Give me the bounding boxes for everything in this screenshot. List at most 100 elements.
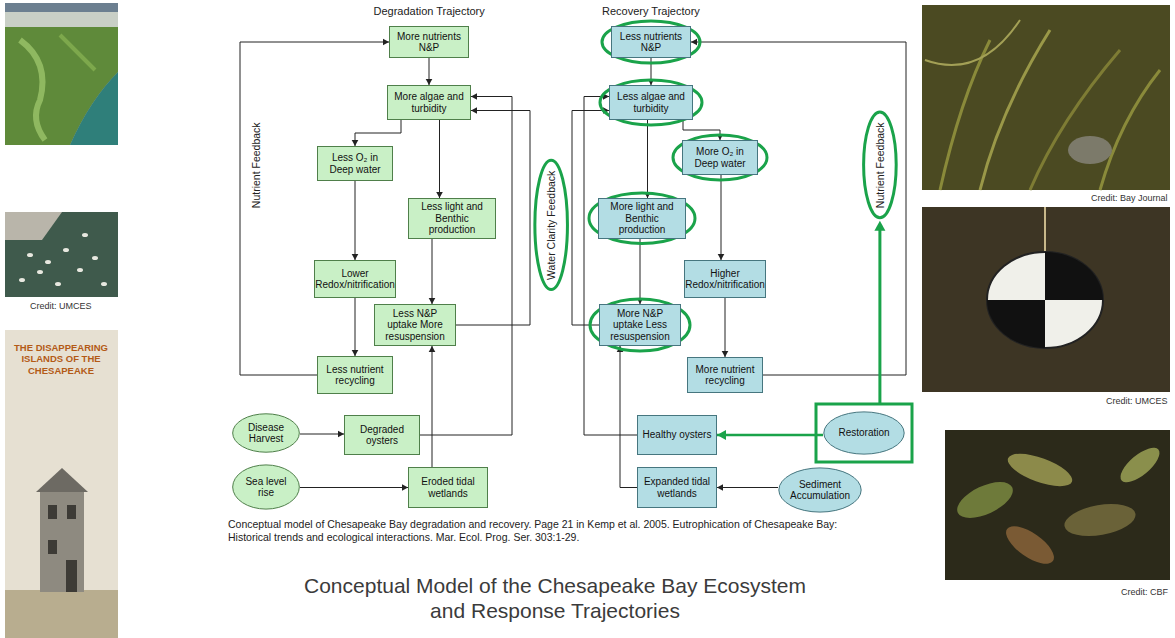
connector xyxy=(429,239,436,305)
process-box: Less light and Benthic production xyxy=(408,198,496,239)
node-text: Degraded oysters xyxy=(349,424,415,447)
house-wall xyxy=(40,492,84,592)
dead-fish xyxy=(19,278,25,282)
text-label: Nutrient Feedback xyxy=(874,122,886,208)
highlight-ring xyxy=(673,135,767,180)
open-water xyxy=(70,72,118,145)
node-text: Less nutrients N&P xyxy=(616,31,686,54)
process-box: Eroded tidal wetlands xyxy=(408,467,488,508)
ellipse-shape xyxy=(779,468,861,512)
process-box: Healthy oysters xyxy=(637,415,717,455)
arrow-head xyxy=(717,430,726,440)
connector xyxy=(352,181,359,260)
node-text: More nutrients N&P xyxy=(394,31,464,54)
dead-fish xyxy=(55,282,61,286)
ellipse-shape xyxy=(233,414,300,452)
connector-line xyxy=(300,487,408,488)
process-box: More algae and turbidity xyxy=(387,85,471,120)
dead-fish xyxy=(27,253,33,257)
node-text: Less light and Benthic production xyxy=(413,201,491,236)
text-label-holder: Credit: Bay Journal xyxy=(1091,193,1168,204)
process-box: Degraded oysters xyxy=(344,415,420,455)
photo-sky xyxy=(5,3,118,27)
connector xyxy=(426,58,433,85)
text-label: Credit: UMCES xyxy=(30,301,92,311)
leaf xyxy=(952,475,1018,526)
highlight-box xyxy=(816,404,912,462)
process-box: More nutrient recycling xyxy=(687,357,763,393)
process-box: Less nutrient recycling xyxy=(317,356,393,394)
connector xyxy=(300,431,344,438)
connector xyxy=(617,346,637,488)
process-box: More O₂ in Deep water xyxy=(682,140,758,175)
house-window xyxy=(48,540,57,554)
process-box: Less O₂ in Deep water xyxy=(317,146,393,181)
connector xyxy=(637,239,644,305)
highlight-ring xyxy=(600,80,702,125)
node-text: Less N&P uptake More resuspension xyxy=(379,308,451,343)
house-window xyxy=(67,505,76,519)
arrow-head xyxy=(471,93,477,100)
figure-caption-holder: Conceptual model of Chesapeake Bay degra… xyxy=(228,518,878,543)
node-text: More light and Benthic production xyxy=(603,201,681,236)
marsh-grass xyxy=(5,590,118,638)
algae-streak xyxy=(60,35,95,70)
arrow-head xyxy=(691,39,697,46)
connector xyxy=(352,298,359,356)
connector xyxy=(718,175,725,260)
connector xyxy=(644,120,651,198)
process-box: More N&P uptake Less resuspension xyxy=(599,304,681,346)
leaf xyxy=(1004,447,1076,493)
text-label: Credit: CBF xyxy=(1121,587,1168,597)
dead-fish xyxy=(82,233,88,237)
diagram-title: Conceptual Model of the Chesapeake Bay E… xyxy=(304,574,806,622)
diagram-title-holder: Conceptual Model of the Chesapeake Bay E… xyxy=(285,573,825,623)
crab xyxy=(1068,136,1112,164)
connector xyxy=(691,39,906,375)
text-label-holder: Credit: UMCES xyxy=(1106,396,1168,407)
text-label: Degradation Trajectory xyxy=(374,5,485,17)
text-label: Recovery Trajectory xyxy=(602,5,700,17)
node-text: Disease Harvest xyxy=(242,422,290,445)
highlight-ring xyxy=(602,21,700,63)
node-text: Eroded tidal wetlands xyxy=(413,476,483,499)
connector-line xyxy=(355,298,356,356)
text-label-holder: Credit: UMCES xyxy=(30,301,92,312)
connector-line xyxy=(717,487,778,488)
connector xyxy=(584,93,637,435)
connector-line xyxy=(432,346,433,467)
text-label-holder: Degradation Trajectory xyxy=(374,5,485,18)
secchi-quadrant xyxy=(1045,252,1103,300)
dead-fish xyxy=(45,260,51,264)
highlight-ring xyxy=(590,299,690,351)
algae-photo xyxy=(5,3,118,145)
connector xyxy=(429,346,436,467)
text-label: THE DISAPPEARING ISLANDS OF THE CHESAPEA… xyxy=(14,342,108,376)
secchi-quadrant xyxy=(987,300,1045,348)
photo-banner xyxy=(5,3,118,12)
dead-fish xyxy=(92,256,98,260)
dead-fish xyxy=(37,270,43,274)
connector xyxy=(722,298,729,357)
highlight-ring xyxy=(535,160,568,289)
dead-fish xyxy=(77,268,83,272)
node-text: Restoration xyxy=(838,427,889,439)
node-text: More algae and turbidity xyxy=(392,91,466,114)
leaf xyxy=(1000,519,1060,571)
node-text: Expanded tidal wetlands xyxy=(642,476,712,499)
connector-line xyxy=(725,298,726,357)
connector-line xyxy=(240,42,389,375)
process-box: Lower Redox/nitrification xyxy=(314,260,396,298)
seagrass-blade xyxy=(925,20,1020,65)
connector-line xyxy=(647,120,648,198)
ellipse-node: Restoration xyxy=(823,411,905,455)
text-label-holder: Credit: CBF xyxy=(1121,587,1168,598)
process-box: Less algae and turbidity xyxy=(609,85,693,120)
ellipse-shape xyxy=(824,412,904,454)
leaf xyxy=(1062,499,1138,541)
connector xyxy=(436,120,443,198)
node-text: Sea level rise xyxy=(242,476,290,499)
